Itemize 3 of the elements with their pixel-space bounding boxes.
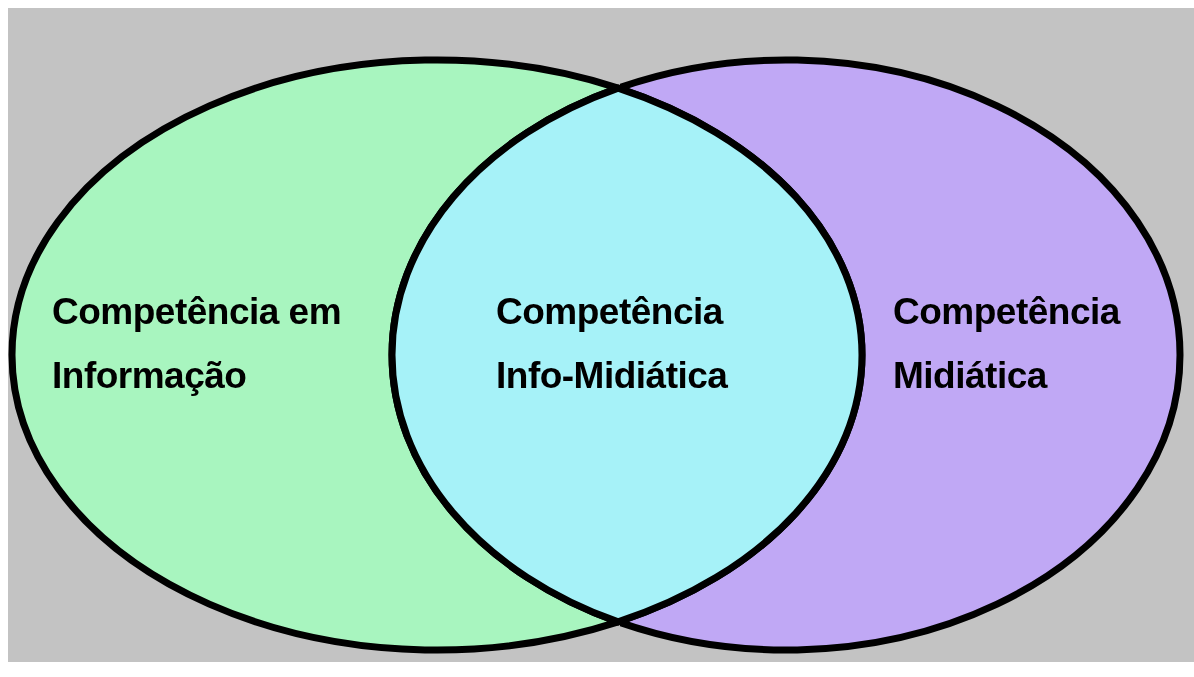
set-label: Competência Midiática [893, 290, 1122, 398]
set-label: Competência Info-Midiática [496, 290, 729, 398]
set-label: Competência em Informação [52, 290, 343, 398]
